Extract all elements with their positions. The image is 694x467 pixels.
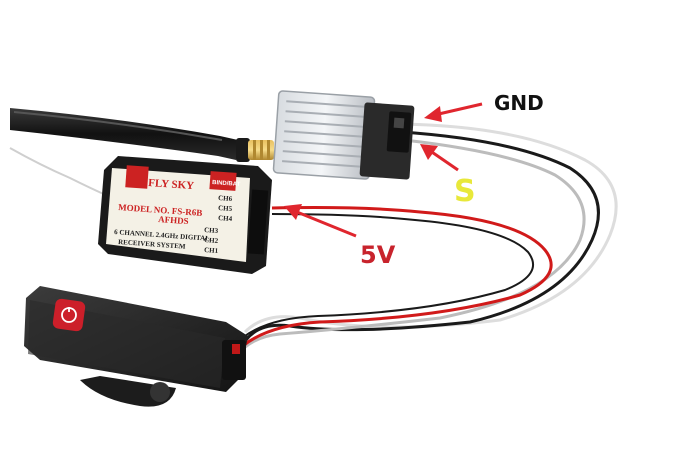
receiver-protocol: AFHDS [158, 214, 189, 226]
bind-label: BIND/BAT [212, 180, 241, 188]
signal-label: S [454, 174, 476, 209]
channel-label-ch2: CH2 [204, 236, 219, 245]
antenna [10, 108, 250, 162]
channel-label-ch4: CH4 [218, 214, 233, 223]
video-transmitter [272, 90, 415, 180]
gnd-label: GND [494, 91, 544, 115]
receiver-antenna-wire [9, 147, 109, 197]
action-camera [24, 286, 248, 407]
power-wire-red [243, 206, 553, 347]
sma-connector [248, 140, 274, 160]
power-arrow [284, 204, 357, 238]
brand-logo [125, 165, 149, 189]
power-label: 5V [360, 241, 396, 269]
power-wire-black [241, 213, 534, 339]
gnd-arrow [424, 102, 483, 122]
channel-label-ch1: CH1 [204, 246, 219, 255]
signal-arrow [420, 144, 459, 172]
receiver-brand: FLY SKY [148, 177, 195, 192]
channel-label-ch5: CH5 [218, 204, 233, 213]
camera-record-button [52, 298, 86, 332]
rc-receiver: FLY SKY MODEL NO. FS-R6B AFHDS 6 CHANNEL… [98, 156, 272, 274]
channel-label-ch6: CH6 [218, 194, 233, 203]
channel-label-ch3: CH3 [204, 226, 219, 235]
